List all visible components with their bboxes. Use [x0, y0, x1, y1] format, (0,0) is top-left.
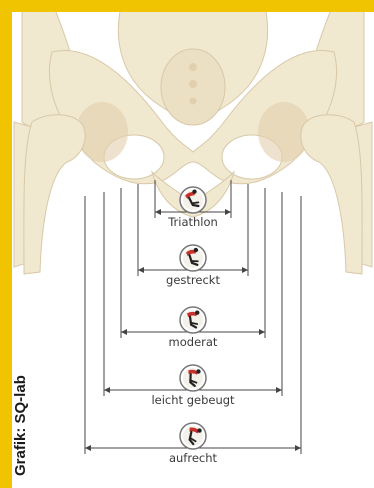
arrowhead-5-left: [85, 445, 91, 451]
arrowhead-4-right: [276, 387, 282, 393]
arrowhead-5-right: [295, 445, 301, 451]
cyclist-icon: [179, 244, 207, 272]
position-label-2: gestreckt: [113, 273, 273, 287]
position-label-4: leicht gebeugt: [113, 393, 273, 407]
arrowhead-4-left: [104, 387, 110, 393]
position-label-3: moderat: [113, 335, 273, 349]
position-label-5: aufrecht: [113, 451, 273, 465]
pelvis-bone: [14, 12, 372, 274]
cyclist-icon: [179, 186, 207, 214]
cyclist-icon: [179, 306, 207, 334]
cyclist-icon: [179, 364, 207, 392]
cyclist-icon: [179, 422, 207, 450]
frame-top-border: [0, 0, 374, 12]
frame-left-border: [0, 0, 12, 488]
figure-area: Triathlon gestreckt moderat leicht gebeugt a…: [12, 12, 374, 488]
credit-text: Grafik: SQ-lab: [12, 296, 31, 476]
position-label-1: Triathlon: [113, 215, 273, 229]
